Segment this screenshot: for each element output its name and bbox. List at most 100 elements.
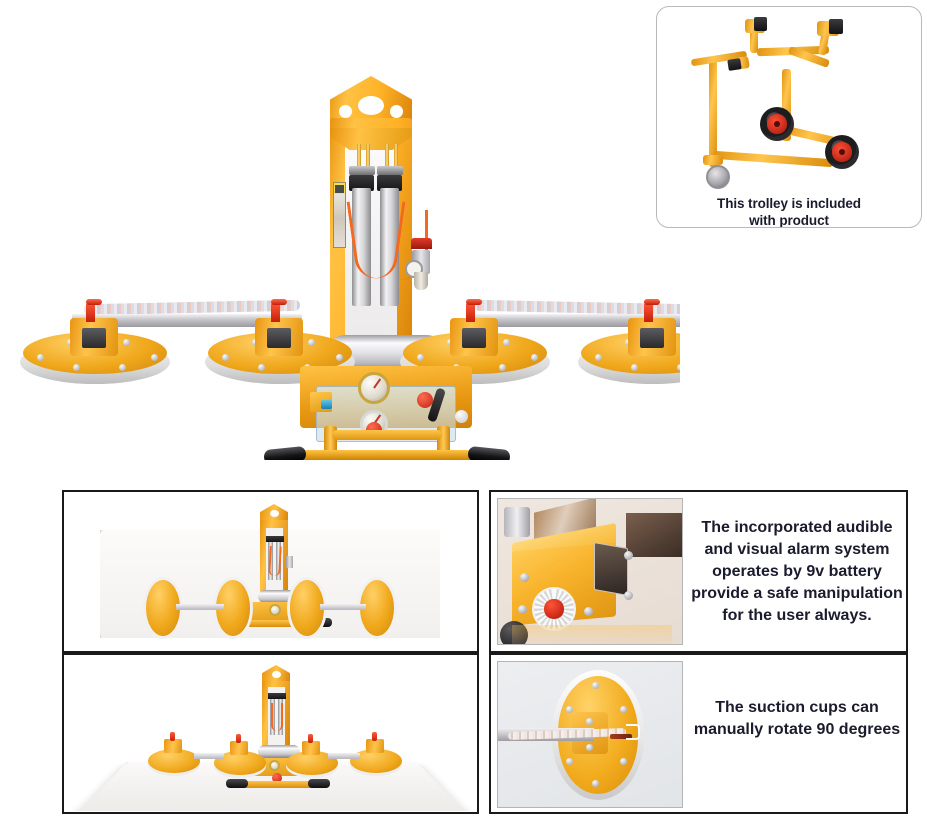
mini-suction-pad [146, 580, 180, 636]
hero-product-photo [0, 70, 680, 460]
mini-cylinder [276, 538, 281, 580]
hub-bolt [586, 744, 593, 751]
pad-release-lever [644, 299, 660, 322]
alarm-system-panel: The incorporated audible and visual alar… [489, 490, 908, 653]
cylinder-clamp [349, 166, 375, 175]
mini-handle-bar [242, 620, 316, 627]
alarm-screw [624, 591, 633, 600]
alarm-closeup-photo [497, 498, 683, 645]
pad-bracket-window [640, 328, 664, 348]
handle-grip-left [263, 445, 307, 460]
cylinder-cap [377, 175, 402, 191]
alarm-screw [520, 573, 529, 582]
mini-vacuum-tank [258, 745, 300, 758]
lever-knob [455, 410, 468, 423]
pneumatic-cylinder [352, 188, 371, 306]
mini-valve-knob [272, 773, 282, 783]
mini-cylinder [268, 538, 273, 580]
mini-pad-lever [236, 734, 241, 743]
mini-air-hoses [268, 545, 282, 577]
mini-suction-pad [350, 732, 402, 773]
suction-pad [20, 299, 170, 384]
mini-vacuum-tank [258, 590, 298, 603]
mini-regulator [286, 556, 293, 568]
cylinder-rod [394, 144, 398, 178]
alarm-caption: The incorporated audible and visual alar… [691, 518, 903, 625]
cylinder-clamp [377, 166, 403, 175]
mini-lifter-perspective-view [216, 663, 334, 795]
mini-rail [194, 753, 224, 759]
mini-suction-pad [290, 580, 324, 636]
alarm-black-knob [500, 621, 528, 644]
mini-pad-bracket [366, 739, 384, 753]
mini-pad-bracket [164, 739, 182, 753]
warning-label-decal [333, 182, 346, 248]
cylinder-rod [385, 144, 389, 178]
rotation-caption: The suction cups can manually rotate 90 … [693, 698, 901, 738]
mini-vacuum-gauge [269, 760, 280, 771]
trolley-rear-pad-cap [727, 58, 742, 71]
cylinder-cap [349, 175, 374, 191]
lifter-on-horizontal-slab-panel [62, 653, 479, 814]
trolley-wheel-rear [760, 107, 794, 141]
horizontal-slab-photo [64, 655, 477, 811]
mast-hole-right [390, 105, 403, 118]
mini-vacuum-gauge [269, 604, 281, 616]
mini-pad-lever [308, 734, 313, 743]
regulator-knob [411, 238, 432, 249]
trolley-caption: This trolley is included with product [657, 195, 921, 228]
suction-pad [578, 299, 680, 384]
alarm-buzzer-led [532, 587, 576, 631]
alarm-screw [518, 605, 527, 614]
trolley-swivel-caster [706, 165, 730, 189]
trolley-illustration [657, 7, 921, 189]
trolley-caption-line-1: This trolley is included [717, 196, 861, 211]
handle-crossbar [332, 430, 442, 440]
suction-pad [205, 299, 355, 384]
mini-lifter-front-view [214, 502, 334, 647]
trolley-front-post [782, 69, 791, 141]
pad-release-lever [466, 299, 482, 322]
trolley-wheel-front [825, 135, 859, 169]
mini-cylinder-caps [268, 693, 286, 699]
trolley-caption-line-2: with product [749, 213, 829, 228]
vacuum-valve-knob [417, 392, 433, 408]
pad-release-lever [86, 299, 102, 322]
mini-lifting-eye [270, 510, 279, 517]
alarm-cylinder-behind [504, 507, 530, 537]
mast-shoulder [330, 128, 412, 150]
alarm-screw [624, 551, 633, 560]
mini-grip-right [308, 779, 330, 788]
cylinder-rod [366, 144, 370, 178]
lifter-on-vertical-slab-panel [62, 490, 479, 653]
handle-grip-right [467, 445, 511, 460]
mini-handle-bar [242, 781, 314, 788]
mini-rail [320, 604, 366, 610]
pad-bracket-window [82, 328, 106, 348]
trolley-bottom-rail [712, 150, 834, 168]
mini-lifting-eye [272, 671, 281, 678]
extension-rail-left [72, 314, 302, 327]
operator-handle-frame [263, 426, 511, 460]
extension-rail-right [470, 314, 680, 327]
cup-fitting [610, 734, 632, 739]
mini-cylinder-caps [266, 536, 284, 542]
alarm-indicator [321, 400, 332, 409]
lifting-eye-hole [358, 96, 384, 115]
suction-cup-closeup-photo [497, 661, 683, 808]
gauge-needle [373, 378, 382, 389]
cylinder-rod [357, 144, 361, 178]
pad-bracket-window [462, 328, 486, 348]
pad-bracket-window [267, 328, 291, 348]
alarm-battery-label-plate [594, 542, 628, 596]
trolley-caster-mount [703, 155, 723, 165]
mini-pad-lever [170, 732, 175, 741]
alarm-dark-background-part [626, 513, 682, 557]
trolley-included-card: This trolley is included with product [656, 6, 922, 228]
mini-rail [176, 604, 224, 610]
alarm-reflection [512, 625, 672, 644]
mini-pad-lever [372, 732, 377, 741]
vacuum-gauge [358, 372, 390, 404]
handle-bar [302, 450, 472, 460]
